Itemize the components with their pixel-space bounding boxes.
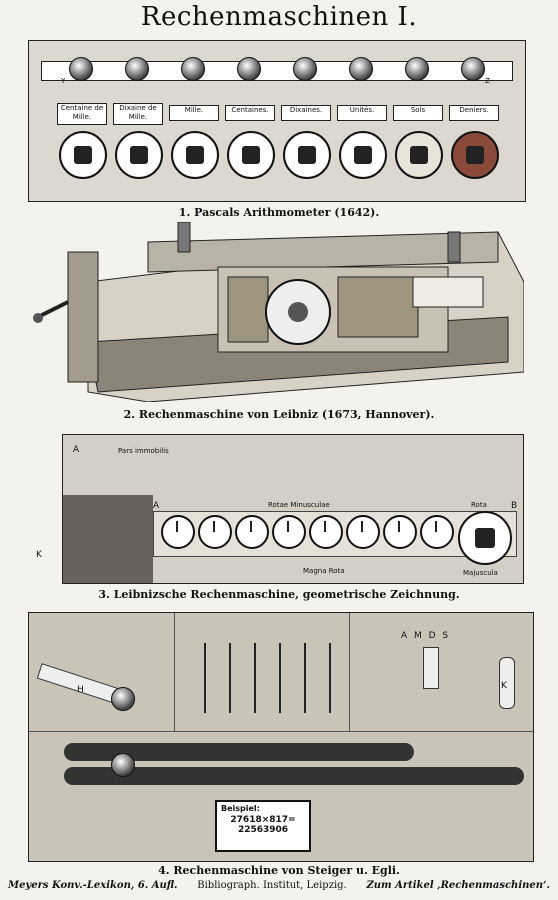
label-dixaines: Dixaines. [281, 105, 331, 121]
leibniz-machine-drawing [33, 221, 525, 403]
top-knob [405, 57, 429, 81]
label-majuscula: Majuscula [463, 569, 498, 577]
number-wheel [339, 131, 387, 179]
small-dial [383, 515, 417, 549]
handle-h-knob [111, 687, 135, 711]
label-sols: Sols [393, 105, 443, 121]
label-pars-immobilis: Pars immobilis [118, 447, 169, 455]
handle-k-label: K [501, 681, 507, 691]
label-a-mid: A [153, 501, 160, 511]
footer: Meyers Konv.-Lexikon, 6. Aufl. Bibliogra… [8, 880, 550, 891]
caption-fig2: 2. Rechenmaschine von Leibniz (1673, Han… [123, 408, 435, 421]
top-knob [349, 57, 373, 81]
example-result: 22563906 [237, 825, 289, 835]
top-knob [69, 57, 93, 81]
label-b: B [511, 501, 518, 511]
label-centaine-de-mille: Centaine de Mille. [57, 103, 107, 125]
marker-y: Y [61, 77, 66, 85]
carriage-knob [111, 753, 135, 777]
example-title: Beispiel: [221, 804, 260, 813]
example-box: Beispiel: 27618×817= 22563906 [215, 800, 311, 852]
small-dial [235, 515, 269, 549]
small-dial [198, 515, 232, 549]
handle-h-label: H [77, 685, 84, 695]
small-dial [420, 515, 454, 549]
figure-pascal: Y Z Centaine de Mille. Dixaine de Mille.… [28, 40, 526, 202]
result-slot-lower [64, 767, 524, 785]
marker-z: Z [485, 77, 490, 85]
caption-fig1: 1. Pascals Arithmometer (1642). [178, 206, 380, 219]
large-wheel [458, 511, 512, 565]
operation-letters: A M D S [401, 631, 451, 641]
label-deniers: Deniers. [449, 105, 499, 121]
top-knob [293, 57, 317, 81]
small-dial [272, 515, 306, 549]
number-wheel [395, 131, 443, 179]
small-dial [161, 515, 195, 549]
top-knob [125, 57, 149, 81]
label-k-crank: K [36, 550, 42, 560]
number-wheel [227, 131, 275, 179]
label-rota: Rota [471, 501, 487, 509]
footer-center: Bibliograph. Institut, Leipzig. [197, 880, 347, 891]
caption-fig4: 4. Rechenmaschine von Steiger u. Egli. [158, 864, 400, 877]
figure-leibniz [28, 221, 525, 403]
number-wheel [283, 131, 331, 179]
top-knob [461, 57, 485, 81]
small-dial [346, 515, 380, 549]
label-rotae-minusculae: Rotae Minusculae [268, 501, 330, 509]
footer-left: Meyers Konv.-Lexikon, 6. Aufl. [8, 880, 178, 891]
figure-leibniz-geometric: A Pars immobilis A Rotae Minusculae Rota… [62, 434, 524, 584]
number-wheel [59, 131, 107, 179]
number-wheel [451, 131, 499, 179]
caption-fig3: 3. Leibnizsche Rechenmaschine, geometris… [98, 588, 460, 601]
footer-right: Zum Artikel ‚Rechenmaschinen‘. [366, 880, 550, 891]
result-slot-upper [64, 743, 414, 761]
label-magna-rota: Magna Rota [303, 567, 345, 575]
number-wheel [171, 131, 219, 179]
number-wheel [115, 131, 163, 179]
small-dial [309, 515, 343, 549]
label-a-top: A [73, 445, 80, 455]
top-knob [181, 57, 205, 81]
top-knob [237, 57, 261, 81]
label-centaines: Centaines. [225, 105, 275, 121]
page-title: Rechenmaschinen I. [140, 2, 418, 32]
example-expression: 27618×817= [230, 815, 296, 825]
label-mille: Mille. [169, 105, 219, 121]
label-dixaine-de-mille: Dixaine de Mille. [113, 103, 163, 125]
label-unites: Unités. [337, 105, 387, 121]
